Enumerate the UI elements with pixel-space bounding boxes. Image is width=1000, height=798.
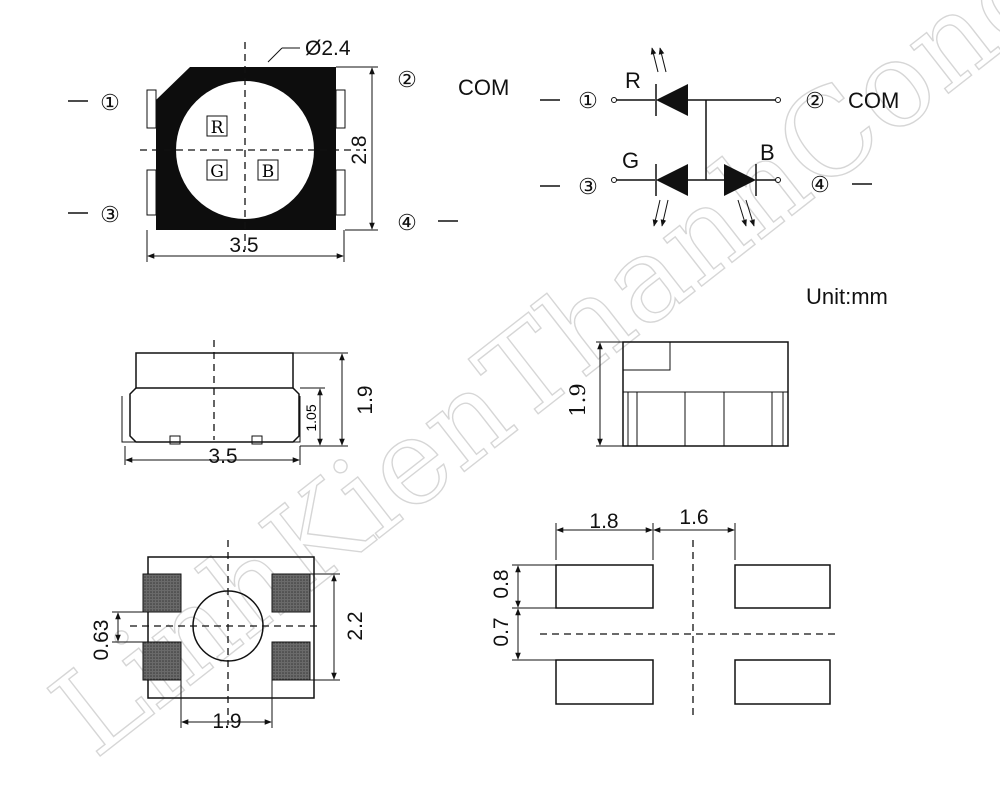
fp-pad-bl xyxy=(555,659,654,705)
sch-pin-3: ③ xyxy=(578,175,598,200)
bottom-pitch-label: 1.9 xyxy=(212,710,241,733)
fp-pad-len-label: 1.8 xyxy=(589,510,618,533)
b-label: B xyxy=(760,140,775,165)
bottom-view: 2.2 0.63 1.9 xyxy=(90,540,367,733)
chip-b: B xyxy=(262,162,275,182)
diameter-label: Ø2.4 xyxy=(305,37,351,60)
bottom-pad-gap-label: 0.63 xyxy=(90,620,113,661)
pad-br xyxy=(271,641,311,681)
chip-r-box xyxy=(206,115,228,137)
sch-pin-2: ② xyxy=(805,89,825,114)
sch-pin-1: ① xyxy=(578,89,598,114)
side-lead-label: 1.05 xyxy=(303,404,319,431)
tab-2 xyxy=(335,89,346,129)
diode-g xyxy=(656,164,688,196)
tab-1 xyxy=(146,89,157,129)
tv-pin-3: ③ xyxy=(100,203,120,228)
end-view: 1.9 xyxy=(566,341,789,447)
width-label: 3.5 xyxy=(229,234,258,257)
diameter-leader xyxy=(267,47,283,63)
chip-r: R xyxy=(211,118,225,138)
chip-b-box xyxy=(257,159,279,181)
fp-pad-tl xyxy=(555,564,654,609)
fp-gap-label: 1.6 xyxy=(679,506,708,529)
fp-row-gap-label: 0.7 xyxy=(490,617,513,646)
unit-label: Unit:mm xyxy=(806,284,888,309)
tab-4 xyxy=(335,169,346,216)
r-label: R xyxy=(625,68,641,93)
diode-b xyxy=(724,164,756,196)
top-view: R G B Ø2.4 3.5 2.8 ① ② ③ ④ xyxy=(68,37,458,262)
com-left-label: COM xyxy=(458,75,509,100)
bottom-span-label: 2.2 xyxy=(344,611,367,640)
chip-g-box xyxy=(206,159,228,181)
bottom-body xyxy=(147,556,315,699)
diode-r xyxy=(656,84,688,116)
height-label: 2.8 xyxy=(348,135,371,164)
tab-3 xyxy=(146,169,157,216)
g-label: G xyxy=(622,148,639,173)
sch-pin-4: ④ xyxy=(810,173,830,198)
com-right-label: COM xyxy=(848,88,899,113)
fp-pad-br xyxy=(734,659,831,705)
pad-bl xyxy=(142,641,182,681)
pad-tl xyxy=(142,573,182,613)
footprint: 1.8 1.6 0.8 0.7 xyxy=(490,506,840,715)
fp-pad-h-label: 0.8 xyxy=(490,569,513,598)
pad-tr xyxy=(271,573,311,613)
schematic: COM ① R ② COM ③ G B ④ xyxy=(458,47,899,227)
end-height-label: 1.9 xyxy=(566,383,590,416)
fp-pad-tr xyxy=(734,564,831,609)
side-height-label: 1.9 xyxy=(354,385,377,414)
end-body xyxy=(622,341,789,447)
tv-pin-4: ④ xyxy=(397,211,417,236)
side-view: 3.5 1.9 1.05 xyxy=(121,340,377,468)
chip-g: G xyxy=(210,162,224,182)
tv-pin-1: ① xyxy=(100,91,120,116)
side-width-label: 3.5 xyxy=(208,445,237,468)
tv-pin-2: ② xyxy=(397,68,417,93)
